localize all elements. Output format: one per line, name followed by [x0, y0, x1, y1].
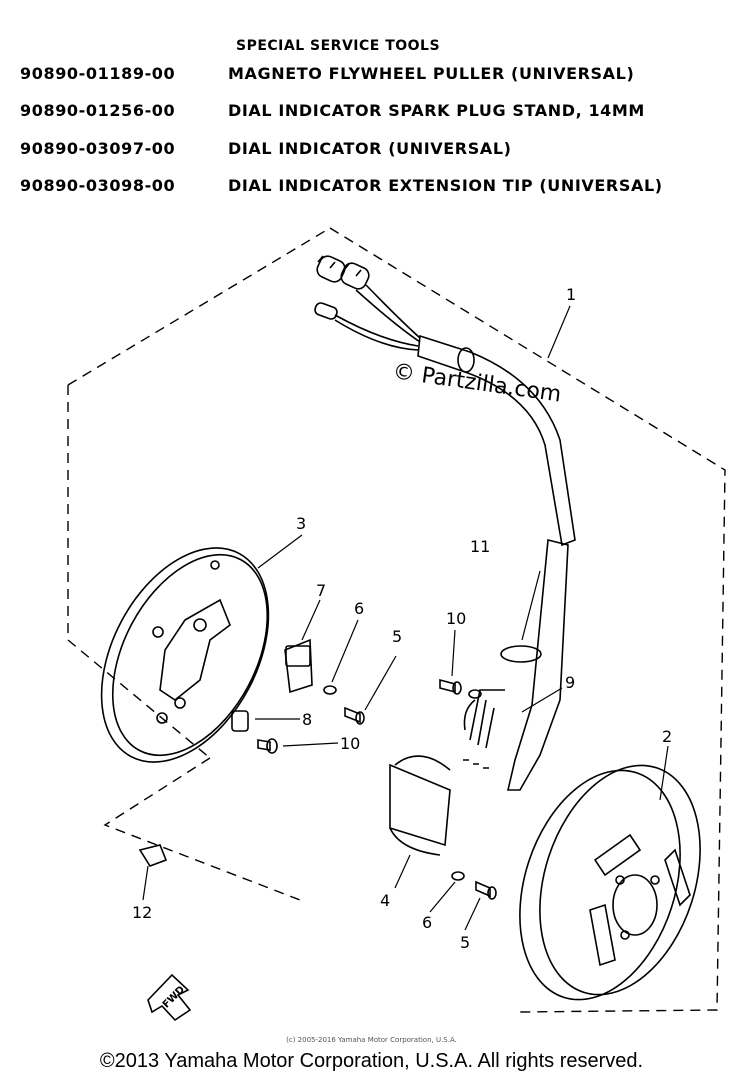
- fasteners: [138, 678, 497, 900]
- callout-10-lower: 10: [340, 734, 360, 753]
- stator-plate: [100, 547, 270, 763]
- callout-9: 9: [565, 673, 575, 692]
- tool-name: DIAL INDICATOR EXTENSION TIP (UNIVERSAL): [228, 176, 663, 195]
- tool-name: MAGNETO FLYWHEEL PULLER (UNIVERSAL): [228, 64, 635, 83]
- wire-harness: [417, 334, 576, 791]
- ignition-coil: [389, 755, 451, 856]
- callout-3: 3: [296, 514, 306, 533]
- tool-name: DIAL INDICATOR SPARK PLUG STAND, 14MM: [228, 101, 645, 120]
- tool-part-number: 90890-03097-00: [20, 139, 176, 158]
- callout-5-upper: 5: [392, 627, 402, 646]
- watermark: © Partzilla.com: [391, 359, 563, 407]
- tool-part-number: 90890-03098-00: [20, 176, 176, 195]
- special-tools-title: SPECIAL SERVICE TOOLS: [236, 38, 441, 54]
- callout-10-upper: 10: [446, 609, 466, 628]
- callout-8: 8: [302, 710, 312, 729]
- callout-6-upper: 6: [354, 599, 364, 618]
- tool-row: 90890-03098-00 DIAL INDICATOR EXTENSION …: [20, 176, 720, 202]
- callout-2: 2: [662, 727, 672, 746]
- leader-lines: [142, 305, 669, 931]
- assembly-outline: [67, 227, 726, 1013]
- tool-name: DIAL INDICATOR (UNIVERSAL): [228, 139, 512, 158]
- copyright-footer: ©2013 Yamaha Motor Corporation, U.S.A. A…: [99, 1050, 644, 1072]
- callout-11: 11: [470, 537, 490, 556]
- callout-7: 7: [316, 581, 326, 600]
- tool-part-number: 90890-01189-00: [20, 64, 176, 83]
- fwd-arrow-icon: [147, 973, 192, 1022]
- callout-5-lower: 5: [460, 933, 470, 952]
- callout-6-lower: 6: [422, 913, 432, 932]
- wire-connectors: [314, 255, 421, 351]
- fwd-label: FWD: [161, 984, 187, 1010]
- small-copyright: (c) 2005-2016 Yamaha Motor Corporation, …: [286, 1036, 457, 1044]
- tool-row: 90890-01256-00 DIAL INDICATOR SPARK PLUG…: [20, 101, 720, 127]
- tool-row: 90890-01189-00 MAGNETO FLYWHEEL PULLER (…: [20, 64, 720, 90]
- flywheel-rotor: [519, 764, 701, 1001]
- callout-12: 12: [132, 903, 152, 922]
- tool-part-number: 90890-01256-00: [20, 101, 176, 120]
- pickup-coil: [284, 638, 313, 694]
- callout-1: 1: [566, 285, 576, 304]
- callout-4: 4: [380, 891, 390, 910]
- tool-row: 90890-03097-00 DIAL INDICATOR (UNIVERSAL…: [20, 139, 720, 165]
